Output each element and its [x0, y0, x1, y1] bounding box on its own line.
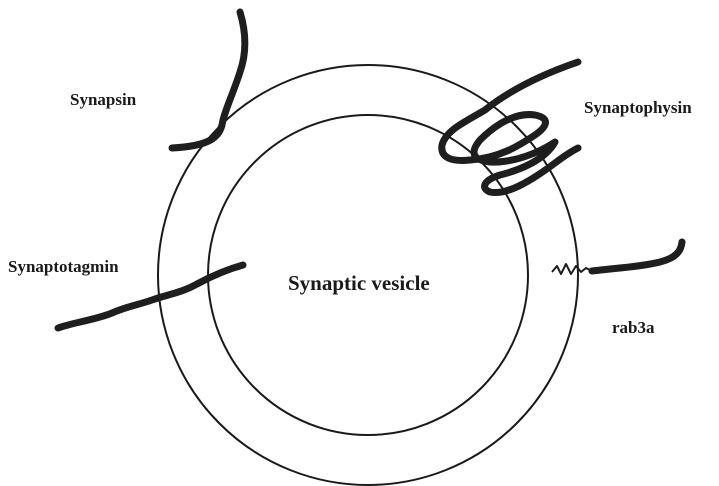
synapsin-protein	[172, 12, 245, 148]
label-synaptophysin: Synaptophysin	[584, 98, 692, 117]
label-synaptotagmin: Synaptotagmin	[8, 257, 119, 276]
synaptophysin-protein	[442, 62, 578, 193]
label-synaptic-vesicle: Synaptic vesicle	[288, 271, 430, 295]
rab3a-protein	[592, 242, 682, 271]
label-synapsin: Synapsin	[70, 90, 137, 109]
label-rab3a: rab3a	[612, 318, 655, 337]
rab3a-anchor	[552, 264, 592, 274]
